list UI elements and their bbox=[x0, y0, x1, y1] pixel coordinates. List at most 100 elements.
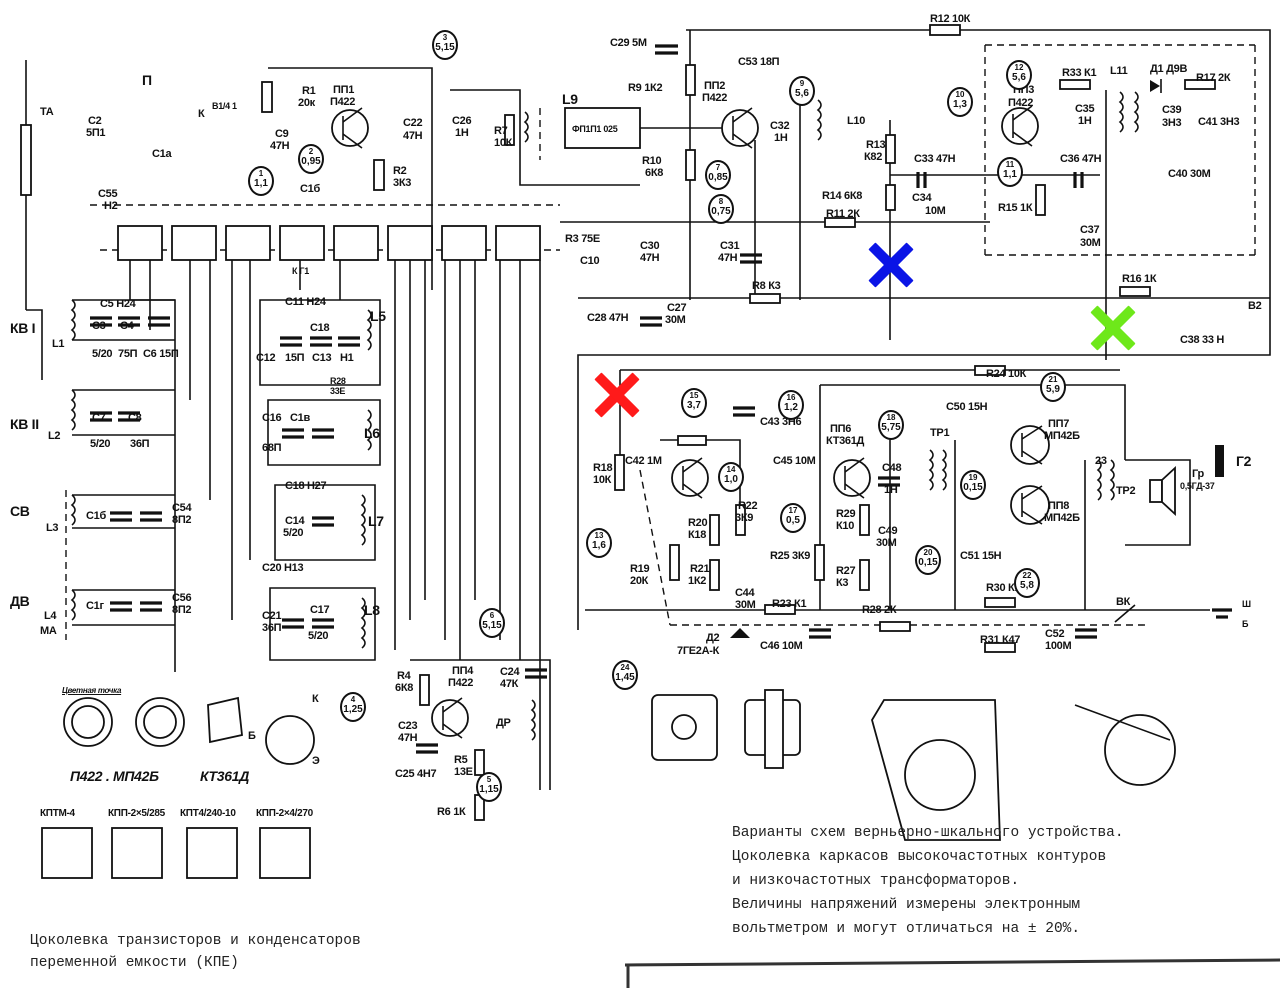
label-r28a: R28 bbox=[330, 376, 346, 386]
label-c39-value: 3Н3 bbox=[1162, 117, 1182, 129]
label-r29: R29 bbox=[836, 508, 856, 520]
label-b1-4: В1/4 1 bbox=[212, 101, 237, 111]
label-k-ref: К bbox=[198, 108, 205, 120]
label-r4: R4 bbox=[397, 670, 411, 682]
caption-right-line-5: вольтметром и могут отличаться на ± 20%. bbox=[732, 921, 1081, 937]
label-kg1: К Г1 bbox=[292, 266, 309, 276]
label-c50: C50 15Н bbox=[946, 401, 988, 413]
label-c1a: C1а bbox=[152, 148, 172, 160]
label-c6: C6 15П bbox=[143, 348, 179, 360]
label-r28: R28 2К bbox=[862, 604, 897, 616]
label-r21: R21 bbox=[690, 563, 710, 575]
label-c9: C9 bbox=[275, 128, 289, 140]
label-r5-value: 13Е bbox=[454, 766, 473, 778]
red-x-marker bbox=[592, 372, 638, 418]
label-c5: C5 Н24 bbox=[100, 298, 136, 310]
label-pin-k: К bbox=[312, 693, 319, 705]
pinout-drawings bbox=[41, 689, 1176, 879]
label-c22: C22 bbox=[403, 117, 423, 129]
label-gr-type: 0,5ГД-37 bbox=[1180, 481, 1215, 491]
label-r7-value: 10К bbox=[494, 137, 513, 149]
label-r9: R9 1К2 bbox=[628, 82, 663, 94]
label-c39: C39 bbox=[1162, 104, 1182, 116]
blue-x-marker bbox=[866, 242, 912, 288]
label-c35-value: 1Н bbox=[1078, 115, 1092, 127]
label-c32: C32 bbox=[770, 120, 790, 132]
label-cap-type-1: КПТМ-4 bbox=[40, 808, 75, 819]
label-r18: R18 bbox=[593, 462, 613, 474]
label-c52-value: 100М bbox=[1045, 640, 1072, 652]
label-r10-value: 6К8 bbox=[645, 167, 664, 179]
label-g2: Г2 bbox=[1236, 453, 1252, 469]
label-r27-value: К3 bbox=[836, 577, 849, 589]
label-c26: C26 bbox=[452, 115, 472, 127]
label-c4-value: 75П bbox=[118, 348, 138, 360]
label-c41: C41 3Н3 bbox=[1198, 116, 1240, 128]
band-switch bbox=[90, 204, 560, 261]
label-c44: C44 bbox=[735, 587, 755, 599]
label-r5: R5 bbox=[454, 754, 468, 766]
label-d1: Д1 Д9В bbox=[1150, 63, 1188, 75]
label-r25: R25 3К9 bbox=[770, 550, 811, 562]
label-c52: C52 bbox=[1045, 628, 1065, 640]
label-cap-type-4: КПП-2×4/270 bbox=[256, 808, 313, 819]
label-c53: C53 18П bbox=[738, 56, 780, 68]
label-pp8-type: МП42Б bbox=[1044, 512, 1080, 524]
label-pp7-type: МП42Б bbox=[1044, 430, 1080, 442]
label-c33: C33 47Н bbox=[914, 153, 956, 165]
label-pp3-type: П422 bbox=[1008, 97, 1034, 109]
label-c10: C10 bbox=[580, 255, 600, 267]
oscillator-pp4 bbox=[410, 659, 551, 821]
label-c1v: C1в bbox=[290, 412, 310, 424]
label-cap-type-3: КПТ4/240-10 bbox=[180, 808, 236, 819]
label-c23: C23 bbox=[398, 720, 418, 732]
label-r6: R6 1К bbox=[437, 806, 466, 818]
label-r20-value: К18 bbox=[688, 529, 707, 541]
label-c26-value: 1Н bbox=[455, 127, 469, 139]
coil-capacitors bbox=[90, 316, 170, 612]
label-c48: C48 bbox=[882, 462, 902, 474]
caption-right-line-2: Цоколевка каркасов высокочастотных конту… bbox=[732, 849, 1107, 865]
label-c11: C11 Н24 bbox=[285, 296, 326, 308]
label-c14-value: 5/20 bbox=[283, 527, 304, 539]
label-c45: C45 10М bbox=[773, 455, 816, 467]
label-l10: L10 bbox=[847, 115, 866, 127]
label-c51: C51 15Н bbox=[960, 550, 1002, 562]
heterodyne-coils bbox=[259, 299, 381, 661]
label-l11: L11 bbox=[1110, 65, 1128, 77]
label-c54: C54 bbox=[172, 502, 192, 514]
label-pp1-type: П422 bbox=[330, 96, 356, 108]
label-l9: L9 bbox=[562, 91, 578, 107]
label-r18-value: 10К bbox=[593, 474, 612, 486]
label-tr1: ТР1 bbox=[930, 427, 950, 439]
caption-left-line-2: переменной емкости (КПЕ) bbox=[30, 955, 239, 971]
label-r2: R2 bbox=[393, 165, 407, 177]
label-c55: C55 bbox=[98, 188, 118, 200]
label-kv1: КВ I bbox=[10, 320, 36, 336]
label-r21-value: 1К2 bbox=[688, 575, 707, 587]
label-c27: C27 bbox=[667, 302, 687, 314]
label-c24: C24 bbox=[500, 666, 520, 678]
label-r15: R15 1К bbox=[998, 202, 1033, 214]
label-c16: C16 bbox=[262, 412, 282, 424]
label-dr: ДР bbox=[496, 717, 511, 729]
label-colored-dot: Цветная точка bbox=[62, 686, 122, 695]
label-c9-value: 47Н bbox=[270, 140, 290, 152]
label-pp6-type: КТ361Д bbox=[826, 435, 865, 447]
label-c56: C56 bbox=[172, 592, 192, 604]
label-transistor-types: П422 . МП42Б bbox=[70, 768, 159, 784]
label-d2: Д2 bbox=[706, 632, 720, 644]
label-c56-value: 8П2 bbox=[172, 604, 192, 616]
label-c23-value: 47Н bbox=[398, 732, 418, 744]
label-kv2: КВ II bbox=[10, 416, 39, 432]
if-section bbox=[560, 24, 1271, 630]
label-tr2: ТР2 bbox=[1116, 485, 1136, 497]
label-r22: R22 bbox=[738, 500, 758, 512]
